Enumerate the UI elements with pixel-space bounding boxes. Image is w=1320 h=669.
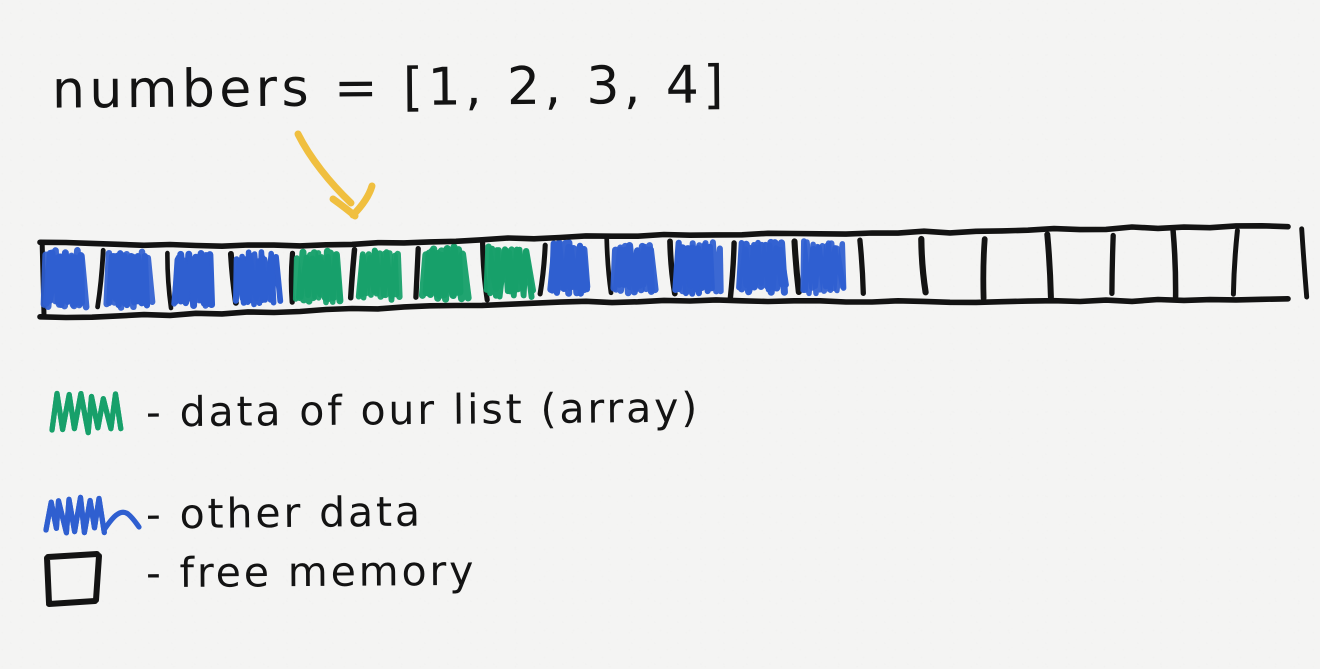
memory-cell-list[interactable]	[418, 243, 472, 303]
legend-swatch-green-scribble	[49, 390, 124, 436]
memory-cell-divider	[165, 250, 174, 311]
memory-cell-other[interactable]	[547, 239, 591, 297]
memory-cell-other[interactable]	[233, 249, 284, 308]
legend-label-free-memory: - free memory	[145, 546, 477, 598]
pointer-arrow	[294, 130, 376, 220]
legend-label-list-data: - data of our list (array)	[145, 383, 701, 437]
memory-cell-divider	[604, 236, 614, 296]
memory-cell-other[interactable]	[736, 238, 789, 296]
memory-cell-divider	[413, 245, 421, 300]
legend-label-other-data: - other data	[145, 487, 424, 539]
memory-cell-divider	[918, 235, 929, 296]
memory-scribble-group	[40, 238, 847, 311]
memory-cell-divider	[980, 236, 988, 302]
memory-cell-divider	[857, 237, 866, 296]
legend-swatch-empty-square	[44, 551, 102, 607]
memory-cell-other[interactable]	[610, 242, 659, 297]
memory-cell-divider	[1109, 232, 1116, 297]
memory-cell-divider	[537, 242, 548, 297]
memory-cell-group	[39, 226, 1310, 318]
memory-cell-divider	[727, 240, 737, 302]
memory-cell-divider	[288, 250, 296, 305]
memory-cell-divider	[347, 246, 358, 301]
memory-cell-other[interactable]	[103, 248, 156, 311]
memory-cell-divider	[1170, 228, 1179, 300]
memory-cell-other[interactable]	[171, 250, 216, 310]
memory-cell-list[interactable]	[355, 247, 403, 303]
memory-cell-other[interactable]	[672, 239, 724, 297]
memory-cell-list[interactable]	[483, 243, 536, 300]
memory-cell-divider	[480, 240, 490, 303]
legend-swatch-blue-scribble	[43, 494, 142, 536]
memory-strip-frame	[37, 223, 1291, 321]
memory-cell-divider	[791, 238, 802, 296]
memory-cell-other[interactable]	[40, 247, 90, 311]
memory-cell-divider	[1299, 226, 1310, 300]
memory-cell-divider	[1044, 231, 1054, 301]
memory-cell-divider	[95, 247, 106, 310]
memory-cell-divider	[1230, 228, 1240, 297]
memory-cell-list[interactable]	[292, 247, 344, 306]
memory-cell-other[interactable]	[800, 238, 847, 297]
